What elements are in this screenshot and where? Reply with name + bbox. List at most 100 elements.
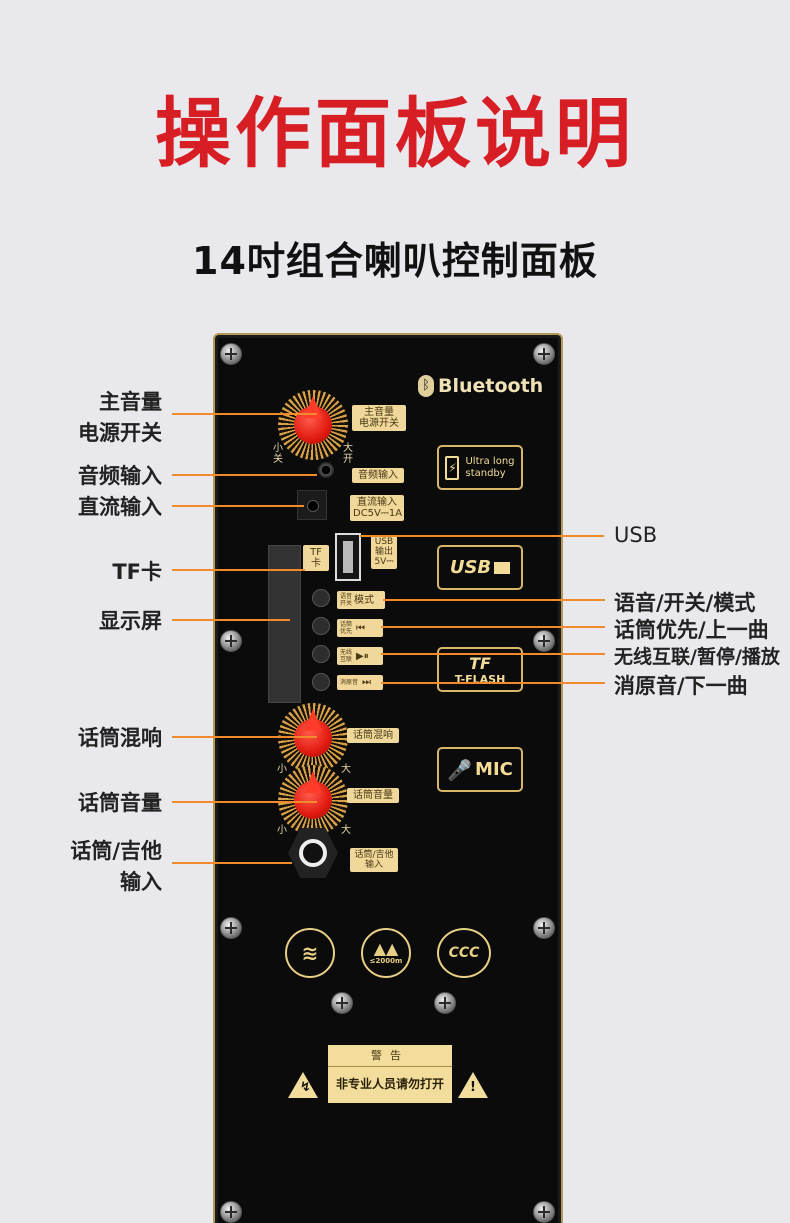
next-button[interactable]	[312, 673, 330, 691]
dc-input-tag: 直流输入 DC5V⎓1A	[350, 495, 404, 521]
warning-label: 警告 非专业人员请勿打开	[328, 1045, 452, 1103]
next-small-label: 消原音	[340, 679, 359, 686]
altitude-icon: ▲▲ ≤2000m	[361, 928, 411, 978]
leader-line	[381, 626, 605, 628]
master-volume-tag: 主音量 电源开关	[352, 405, 406, 431]
mic-echo-min-mark: 小	[277, 764, 287, 775]
mic-echo-max-mark: 大	[341, 764, 351, 775]
warning-title: 警告	[328, 1045, 452, 1067]
ultra-standby-label: Ultra long standby	[465, 455, 515, 479]
tf-slot-tag: TF卡	[303, 545, 329, 571]
callout-prev: 话筒优先/上一曲	[614, 618, 769, 642]
callout-usb: USB	[614, 523, 658, 547]
warning-triangle-icon: ↯	[288, 1072, 318, 1098]
mic-volume-min-mark: 小	[277, 825, 287, 836]
screw-icon	[533, 1201, 555, 1223]
leader-line	[172, 505, 304, 507]
brand-label: Bluetooth	[438, 375, 544, 397]
mode-button[interactable]	[312, 589, 330, 607]
usb-plug-icon	[494, 561, 511, 574]
page-title: 操作面板说明	[155, 89, 635, 178]
leader-line	[172, 413, 317, 415]
leader-line	[172, 862, 292, 864]
knob-max-open-mark: 大 开	[343, 443, 353, 465]
master-volume-knob[interactable]	[278, 390, 348, 460]
mode-tag: 语音 开关 模式	[337, 591, 385, 609]
bluetooth-icon: ᛒ	[418, 375, 434, 397]
mode-label: 模式	[354, 594, 375, 606]
microphone-icon: 🎤	[447, 757, 473, 782]
prev-small-label: 话筒 优先	[340, 621, 353, 635]
callout-master-volume: 主音量 电源开关	[78, 390, 162, 445]
callout-mic-echo: 话筒混响	[78, 726, 162, 750]
leader-line	[172, 474, 317, 476]
leader-line	[383, 599, 605, 601]
mic-echo-knob[interactable]	[278, 703, 348, 773]
page-subtitle: 14吋组合喇叭控制面板	[192, 239, 598, 283]
screw-icon	[220, 1201, 242, 1223]
screw-icon	[533, 343, 555, 365]
mic-label: MIC	[475, 759, 513, 780]
screw-icon	[220, 343, 242, 365]
leader-line	[172, 569, 305, 571]
warning-triangle-icon: !	[458, 1072, 488, 1098]
tf-card-icon: TF	[469, 653, 491, 673]
mic-volume-max-mark: 大	[341, 825, 351, 836]
moisture-icon: ≋	[285, 928, 335, 978]
screw-icon	[434, 992, 456, 1014]
leader-line	[172, 736, 317, 738]
screw-icon	[533, 630, 555, 652]
prev-icon: ⏮	[356, 622, 366, 634]
callout-play-pause: 无线互联/暂停/播放	[614, 646, 780, 668]
next-tag: 消原音 ⏭	[337, 675, 383, 690]
screw-icon	[331, 992, 353, 1014]
audio-input-jack[interactable]	[318, 462, 334, 478]
callout-tf-card: TF卡	[112, 560, 162, 584]
play-pause-icon: ▶⏸	[356, 650, 369, 662]
callout-mode: 语音/开关/模式	[614, 591, 756, 615]
play-pause-button[interactable]	[312, 645, 330, 663]
callout-next: 消原音/下一曲	[614, 674, 748, 698]
callout-mic-guitar-input: 话筒/吉他 输入	[70, 839, 162, 894]
ccc-icon: CCC	[437, 928, 491, 978]
prev-tag: 话筒 优先 ⏮	[337, 619, 383, 637]
battery-icon: ⚡	[445, 455, 460, 480]
mic-volume-knob[interactable]	[278, 765, 348, 835]
control-panel: ᛒ Bluetooth 小 关 大 开 主音量 电源开关 音频输入 直流输入 D…	[213, 333, 563, 1223]
callout-dc-input: 直流输入	[78, 495, 162, 519]
audio-input-tag: 音频输入	[352, 468, 404, 483]
mic-volume-tag: 话筒音量	[347, 788, 399, 803]
play-small-label: 无线 互联	[340, 649, 353, 663]
callout-display-screen: 显示屏	[99, 609, 162, 633]
play-tag: 无线 互联 ▶⏸	[337, 647, 383, 665]
leader-line	[381, 653, 605, 655]
callout-audio-input: 音频输入	[78, 464, 162, 488]
screw-icon	[220, 917, 242, 939]
screw-icon	[533, 917, 555, 939]
callout-mic-volume: 话筒音量	[78, 791, 162, 815]
screw-icon	[220, 630, 242, 652]
mode-small-label: 语音 开关	[340, 593, 353, 607]
mountain-icon: ▲▲	[373, 938, 399, 958]
leader-line	[381, 682, 605, 684]
ultra-standby-badge: ⚡ Ultra long standby	[437, 445, 523, 490]
ccc-label: CCC	[448, 945, 480, 961]
next-icon: ⏭	[362, 677, 372, 688]
mic-badge: 🎤 MIC	[437, 747, 523, 792]
warning-body: 非专业人员请勿打开	[335, 1077, 444, 1091]
prev-button[interactable]	[312, 617, 330, 635]
usb-output-tag: USB 输出 5V⎓	[371, 535, 397, 569]
leader-line	[360, 535, 604, 537]
knob-min-close-mark: 小 关	[273, 443, 283, 465]
mic-echo-tag: 话筒混响	[347, 728, 399, 743]
usb-label: USB	[449, 557, 492, 578]
leader-line	[172, 801, 317, 803]
bluetooth-logo: ᛒ Bluetooth	[418, 375, 543, 397]
display-screen	[268, 545, 301, 703]
usb-badge: USB	[437, 545, 523, 590]
leader-line	[172, 619, 290, 621]
usb-port[interactable]	[335, 533, 361, 581]
mic-guitar-tag: 话筒/吉他 输入	[350, 848, 398, 872]
mic-guitar-jack[interactable]	[288, 828, 338, 878]
altitude-label: ≤2000m	[369, 956, 403, 965]
